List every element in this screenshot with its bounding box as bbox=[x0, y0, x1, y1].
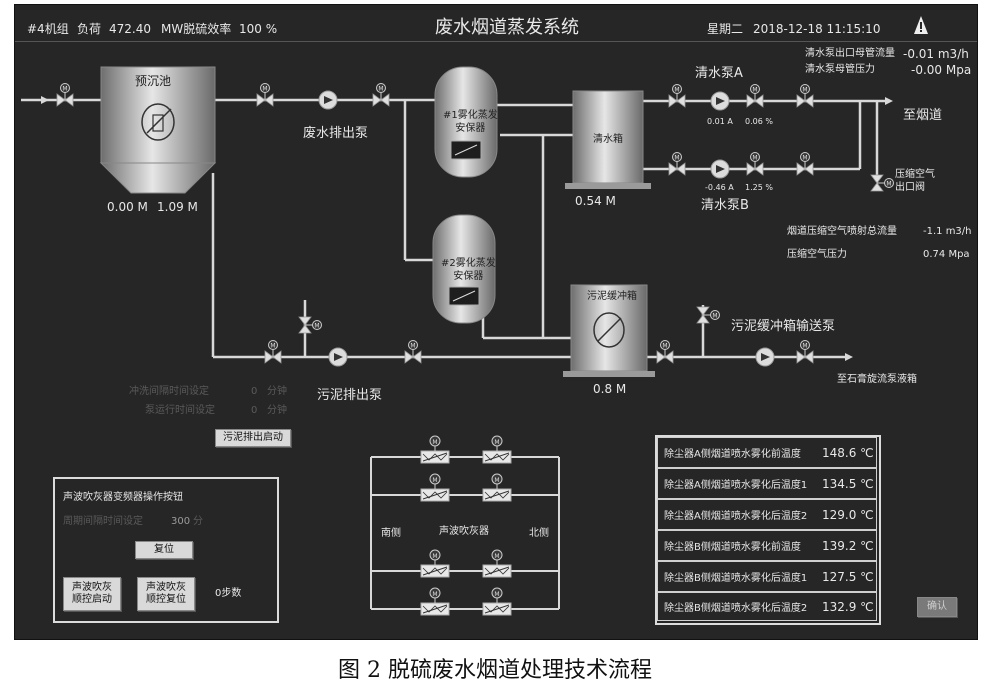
table-row: 除尘器A侧烟道喷水雾化后温度1 134.5 ℃ bbox=[657, 468, 877, 499]
pump-b-current: -0.46 A bbox=[705, 183, 734, 192]
air-pressure-value: 0.74 Mpa bbox=[923, 249, 970, 260]
temp-label: 除尘器B侧烟道喷水雾化前温度 bbox=[664, 542, 801, 553]
flush-interval-unit: 分钟 bbox=[267, 386, 287, 397]
evaporator-2-label: #2雾化蒸发 安保器 bbox=[441, 258, 496, 282]
cycle-interval-unit: 分 bbox=[193, 516, 203, 527]
scada-screen: M M M bbox=[14, 4, 978, 640]
temp-label: 除尘器B侧烟道喷水雾化后温度2 bbox=[664, 603, 808, 614]
pump-a-label: 清水泵A bbox=[695, 66, 743, 81]
cycle-interval-label: 周期间隔时间设定 bbox=[63, 516, 143, 527]
temp-value: 148.6 ℃ bbox=[822, 445, 874, 460]
soot-sequence-reset-button[interactable]: 声波吹灰 顺控复位 bbox=[137, 577, 195, 611]
soot-north-label: 北侧 bbox=[529, 528, 549, 539]
flue-air-flow-value: -1.1 m3/h bbox=[923, 226, 972, 237]
figure-caption: 图 2 脱硫废水烟道处理技术流程 bbox=[338, 658, 652, 683]
soot-sequence-start-button[interactable]: 声波吹灰 顺控启动 bbox=[63, 577, 121, 611]
temp-value: 129.0 ℃ bbox=[822, 507, 874, 522]
confirm-button[interactable]: 确认 bbox=[917, 597, 957, 617]
clear-tank-level: 0.54 M bbox=[575, 194, 616, 208]
sludge-buffer-tank bbox=[563, 284, 655, 377]
step-count: 0步数 bbox=[215, 588, 242, 599]
soot-blower-network bbox=[370, 456, 560, 610]
to-gypsum-label: 至石膏旋流泵液箱 bbox=[837, 374, 917, 385]
pump-run-unit: 分钟 bbox=[267, 405, 287, 416]
weekday: 星期二 bbox=[707, 22, 744, 36]
pump-run-value[interactable]: 0 bbox=[251, 405, 258, 416]
pump-b-valve-percent: 1.25 % bbox=[745, 183, 773, 192]
temp-value: 132.9 ℃ bbox=[822, 599, 874, 614]
sludge-transfer-pump-label: 污泥缓冲箱输送泵 bbox=[731, 319, 836, 334]
sludge-buffer-level: 0.8 M bbox=[593, 382, 627, 396]
table-row: 除尘器A侧烟道喷水雾化前温度 148.6 ℃ bbox=[657, 437, 877, 468]
soot-panel-title: 声波吹灰器变频器操作按钮 bbox=[63, 492, 183, 503]
to-flue-label: 至烟道 bbox=[903, 108, 943, 123]
temp-label: 除尘器B侧烟道喷水雾化后温度1 bbox=[664, 573, 808, 584]
pump-b-label: 清水泵B bbox=[701, 198, 749, 213]
efficiency-label: MW脱硫效率 bbox=[161, 22, 232, 36]
load-value: 472.40 bbox=[109, 22, 151, 36]
datetime: 2018-12-18 11:15:10 bbox=[753, 22, 881, 36]
temp-label: 除尘器A侧烟道喷水雾化后温度1 bbox=[664, 480, 808, 491]
sludge-pump-label: 污泥排出泵 bbox=[317, 388, 383, 403]
temp-value: 134.5 ℃ bbox=[822, 476, 874, 491]
presettle-level-b: 1.09 M bbox=[157, 200, 198, 214]
soot-operation-panel: 声波吹灰器变频器操作按钮 周期间隔时间设定 300 分 复位 声波吹灰 顺控启动… bbox=[53, 477, 279, 623]
evaporator-2 bbox=[432, 214, 496, 324]
pump-run-label: 泵运行时间设定 bbox=[145, 405, 215, 416]
flush-interval-label: 冲洗间隔时间设定 bbox=[129, 386, 209, 397]
table-row: 除尘器B侧烟道喷水雾化前温度 139.2 ℃ bbox=[657, 530, 877, 561]
clear-flow-label: 清水泵出口母管流量 bbox=[805, 48, 895, 59]
waste-pump-label: 废水排出泵 bbox=[303, 126, 369, 141]
clear-tank-label: 清水箱 bbox=[593, 134, 623, 145]
table-row: 除尘器B侧烟道喷水雾化后温度1 127.5 ℃ bbox=[657, 561, 877, 592]
table-row: 除尘器A侧烟道喷水雾化后温度2 129.0 ℃ bbox=[657, 499, 877, 530]
flush-interval-value[interactable]: 0 bbox=[251, 386, 258, 397]
temperature-table: 除尘器A侧烟道喷水雾化前温度 148.6 ℃ 除尘器A侧烟道喷水雾化后温度1 1… bbox=[655, 435, 881, 625]
temp-label: 除尘器A侧烟道喷水雾化后温度2 bbox=[664, 511, 808, 522]
clear-pressure-value: -0.00 Mpa bbox=[911, 63, 972, 77]
presettle-level-a: 0.00 M bbox=[107, 200, 148, 214]
presettle-tank-label: 预沉池 bbox=[135, 74, 172, 88]
clear-water-tank bbox=[565, 90, 651, 189]
evaporator-1-label: #1雾化蒸发 安保器 bbox=[443, 110, 498, 134]
load-label: 负荷 bbox=[77, 22, 102, 36]
soot-blower-label: 声波吹灰器 bbox=[439, 526, 489, 537]
air-valve-label: 压缩空气 出口阀 bbox=[895, 169, 935, 193]
table-row: 除尘器B侧烟道喷水雾化后温度2 132.9 ℃ bbox=[657, 592, 877, 621]
warning-icon[interactable] bbox=[913, 15, 929, 35]
cycle-interval-value[interactable]: 300 bbox=[171, 516, 191, 527]
flue-air-flow-label: 烟道压缩空气喷射总流量 bbox=[787, 226, 897, 237]
process-diagram: M M M bbox=[21, 66, 894, 616]
temp-value: 139.2 ℃ bbox=[822, 538, 874, 553]
presettle-tank bbox=[99, 66, 217, 194]
unit-label: #4机组 bbox=[27, 22, 69, 36]
air-pressure-label: 压缩空气压力 bbox=[787, 249, 847, 260]
clear-pressure-label: 清水泵母管压力 bbox=[805, 64, 875, 75]
evaporator-1 bbox=[434, 66, 498, 178]
page-title: 废水烟道蒸发系统 bbox=[435, 17, 579, 38]
soot-reset-button[interactable]: 复位 bbox=[135, 541, 193, 559]
pump-a-valve-percent: 0.06 % bbox=[745, 117, 773, 126]
soot-south-label: 南侧 bbox=[381, 528, 401, 539]
efficiency-value: 100 % bbox=[239, 22, 278, 36]
sludge-start-button[interactable]: 污泥排出启动 bbox=[215, 429, 291, 447]
pump-a-current: 0.01 A bbox=[707, 117, 733, 126]
temp-value: 127.5 ℃ bbox=[822, 569, 874, 584]
clear-flow-value: -0.01 m3/h bbox=[903, 47, 969, 61]
header-divider bbox=[15, 41, 977, 42]
temp-label: 除尘器A侧烟道喷水雾化前温度 bbox=[664, 449, 801, 460]
sludge-buffer-label: 污泥缓冲箱 bbox=[587, 291, 637, 302]
